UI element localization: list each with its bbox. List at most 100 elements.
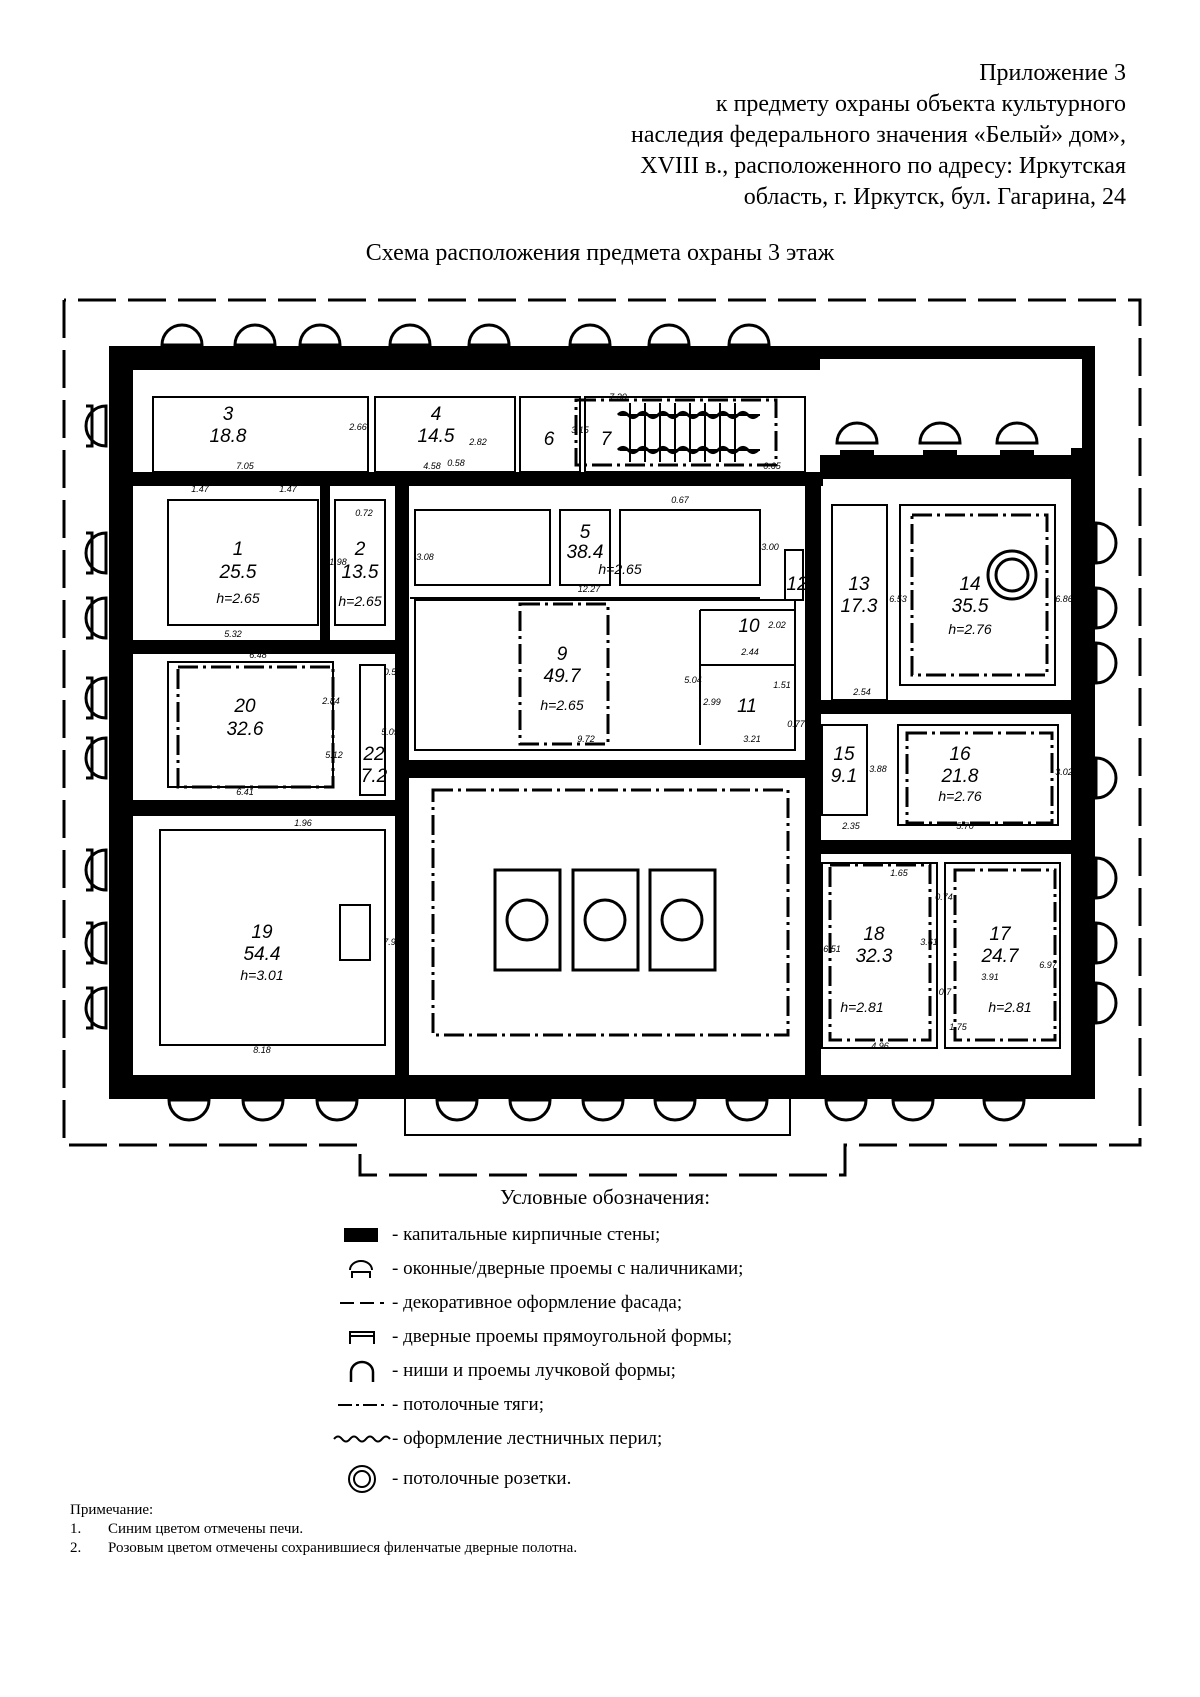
svg-text:18.8: 18.8 bbox=[210, 426, 247, 447]
room-7: 7 bbox=[601, 429, 613, 450]
legend: - капитальные кирпичные стены; - оконные… bbox=[332, 1218, 743, 1496]
svg-text:2.54: 2.54 bbox=[852, 687, 871, 697]
note-text: Розовым цветом отмечены сохранившиеся фи… bbox=[108, 1540, 578, 1556]
svg-text:3.08: 3.08 bbox=[416, 552, 434, 562]
room-3: 318.8 bbox=[210, 404, 247, 447]
svg-text:17: 17 bbox=[989, 924, 1012, 945]
svg-text:6: 6 bbox=[544, 429, 555, 450]
legend-title: Условные обозначения: bbox=[500, 1185, 711, 1209]
floor-plan: 318.8 414.5 6 7 125.5h=2.65 213.5h=2.65 … bbox=[62, 298, 1142, 1177]
svg-text:h=2.76: h=2.76 bbox=[938, 788, 981, 804]
legend-text: - дверные проемы прямоугольной формы; bbox=[392, 1326, 733, 1347]
svg-text:13.5: 13.5 bbox=[342, 562, 379, 583]
svg-text:1.75: 1.75 bbox=[949, 1022, 968, 1032]
svg-text:12.27: 12.27 bbox=[578, 584, 602, 594]
svg-text:3.61: 3.61 bbox=[920, 937, 938, 947]
room-11: 11 bbox=[737, 696, 757, 717]
svg-text:25.5: 25.5 bbox=[219, 562, 257, 583]
svg-text:2.02: 2.02 bbox=[767, 620, 786, 630]
svg-text:32.3: 32.3 bbox=[856, 946, 893, 967]
legend-item-window-surround: - оконные/дверные проемы с наличниками; bbox=[332, 1252, 743, 1286]
room-1: 125.5h=2.65 bbox=[216, 539, 259, 606]
dimension-labels: 2.66 7.05 1.47 1.47 2.82 4.58 0.58 1.03 … bbox=[191, 392, 1073, 1055]
legend-item-arched-niche: - ниши и проемы лучковой формы; bbox=[332, 1354, 743, 1388]
capital-walls bbox=[109, 346, 1095, 1099]
svg-text:6.97: 6.97 bbox=[1039, 960, 1058, 970]
room-15: 159.1 bbox=[831, 744, 857, 787]
svg-text:4.96: 4.96 bbox=[871, 1041, 889, 1051]
header-line: к предмету охраны объекта культурного bbox=[715, 91, 1126, 117]
svg-text:32.6: 32.6 bbox=[227, 719, 264, 740]
svg-text:1.47: 1.47 bbox=[279, 484, 298, 494]
legend-item-facade-decoration: - декоративное оформление фасада; bbox=[332, 1286, 743, 1320]
room-labels: 318.8 414.5 6 7 125.5h=2.65 213.5h=2.65 … bbox=[210, 404, 1032, 1015]
svg-text:h=2.76: h=2.76 bbox=[948, 621, 991, 637]
svg-text:49.7: 49.7 bbox=[544, 666, 582, 687]
svg-text:2.84: 2.84 bbox=[321, 696, 340, 706]
svg-text:9.72: 9.72 bbox=[577, 734, 595, 744]
svg-text:4.58: 4.58 bbox=[423, 461, 441, 471]
notes-title: Примечание: bbox=[70, 1502, 154, 1518]
svg-text:3: 3 bbox=[223, 404, 234, 425]
svg-text:7.90: 7.90 bbox=[383, 937, 401, 947]
svg-text:14.5: 14.5 bbox=[418, 426, 455, 447]
svg-text:h=2.81: h=2.81 bbox=[988, 999, 1031, 1015]
svg-text:7: 7 bbox=[601, 429, 613, 450]
capital-wall-icon bbox=[344, 1228, 378, 1242]
arched-niche-icon bbox=[349, 1360, 375, 1382]
svg-text:3.15: 3.15 bbox=[571, 425, 590, 435]
svg-text:22: 22 bbox=[362, 744, 385, 765]
dashed-line-icon bbox=[340, 1302, 384, 1304]
svg-text:5.09: 5.09 bbox=[381, 727, 399, 737]
wavy-line-icon bbox=[333, 1435, 391, 1443]
legend-text: - потолочные тяги; bbox=[392, 1394, 544, 1415]
svg-text:1.47: 1.47 bbox=[195, 801, 214, 811]
svg-text:0.5: 0.5 bbox=[384, 667, 398, 677]
svg-text:6.86: 6.86 bbox=[1055, 594, 1073, 604]
svg-text:16: 16 bbox=[949, 744, 971, 765]
svg-text:3.88: 3.88 bbox=[869, 764, 887, 774]
room-2: 213.5h=2.65 bbox=[338, 539, 381, 609]
svg-text:14: 14 bbox=[959, 574, 980, 595]
svg-text:1.51: 1.51 bbox=[773, 680, 791, 690]
svg-text:0.74: 0.74 bbox=[935, 892, 953, 902]
svg-text:9: 9 bbox=[557, 644, 568, 665]
room-12: 12 bbox=[786, 574, 808, 595]
svg-text:2.44: 2.44 bbox=[740, 647, 759, 657]
svg-text:0.77: 0.77 bbox=[787, 719, 806, 729]
svg-text:5: 5 bbox=[580, 522, 591, 543]
svg-text:0.72: 0.72 bbox=[355, 508, 373, 518]
ceiling-rosettes bbox=[493, 549, 1038, 972]
header-line: Приложение 3 bbox=[979, 60, 1126, 86]
staircase bbox=[616, 403, 760, 462]
svg-text:0.58: 0.58 bbox=[447, 458, 465, 468]
window-surrounds bbox=[84, 323, 1118, 1122]
note-item: 1.Синим цветом отмечены печи. bbox=[70, 1520, 577, 1539]
svg-text:2.66: 2.66 bbox=[348, 422, 367, 432]
legend-text: - оконные/дверные проемы с наличниками; bbox=[392, 1258, 744, 1279]
svg-text:54.4: 54.4 bbox=[244, 944, 281, 965]
note-number: 2. bbox=[70, 1540, 82, 1556]
svg-text:1.98: 1.98 bbox=[329, 557, 347, 567]
svg-text:10: 10 bbox=[738, 616, 760, 637]
header-line: наследия федерального значения «Белый» д… bbox=[631, 122, 1126, 148]
svg-text:13: 13 bbox=[848, 574, 870, 595]
rect-doorway-icon bbox=[349, 1331, 375, 1344]
facade-decoration-outline bbox=[62, 298, 1142, 1177]
room-4: 414.5 bbox=[418, 404, 455, 447]
svg-text:6.53: 6.53 bbox=[889, 594, 907, 604]
svg-text:0.7: 0.7 bbox=[939, 987, 953, 997]
room-5: 538.4h=2.65 bbox=[567, 522, 642, 577]
header-line: область, г. Иркутск, бул. Гагарина, 24 bbox=[743, 184, 1126, 210]
window-surround-icon bbox=[349, 1260, 373, 1278]
svg-text:h=2.65: h=2.65 bbox=[338, 593, 381, 609]
note-number: 1. bbox=[70, 1521, 82, 1537]
wall-openings bbox=[110, 348, 1093, 1097]
svg-text:2.99: 2.99 bbox=[702, 697, 721, 707]
legend-text: - декоративное оформление фасада; bbox=[392, 1292, 683, 1313]
svg-text:6.48: 6.48 bbox=[249, 650, 267, 660]
room-10: 10 bbox=[738, 616, 760, 637]
